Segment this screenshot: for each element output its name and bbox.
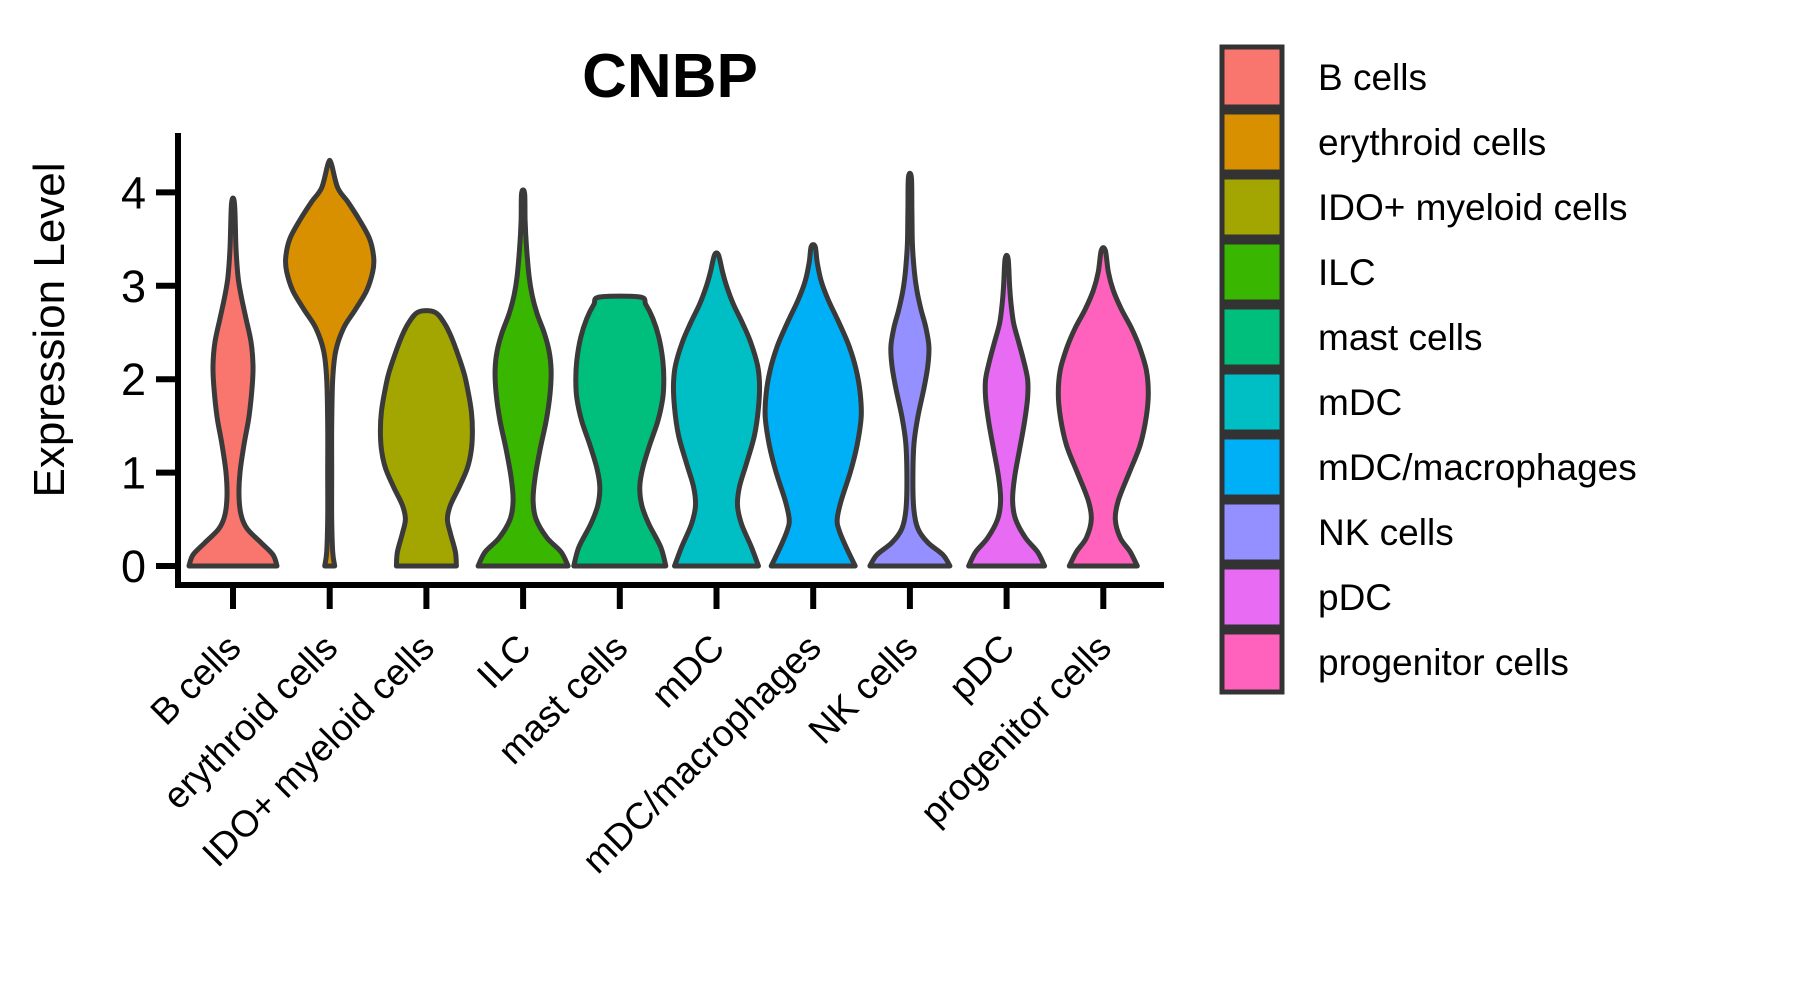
- y-tick-label-4: 4: [121, 167, 146, 218]
- legend-swatch-erythroid-cells: [1219, 109, 1285, 175]
- y-tick-label-2: 2: [121, 354, 146, 405]
- y-tick-label-0: 0: [121, 541, 146, 592]
- violin-pdc: [966, 252, 1048, 569]
- y-axis-title: Expression Level: [25, 162, 74, 497]
- legend-label-mdc-macrophages: mDC/macrophages: [1318, 447, 1637, 488]
- legend-label-ilc: ILC: [1318, 252, 1376, 293]
- violin-progenitor-cells: [1055, 245, 1151, 569]
- x-tick-label-mdc: mDC: [644, 627, 733, 716]
- violin-b-cells: [186, 195, 280, 569]
- violins: [186, 157, 1151, 569]
- violin-ilc: [475, 187, 571, 569]
- legend-label-b-cells: B cells: [1318, 57, 1427, 98]
- y-tick-label-1: 1: [121, 448, 146, 499]
- legend-label-erythroid-cells: erythroid cells: [1318, 122, 1546, 163]
- legend-label-ido-myeloid-cells: IDO+ myeloid cells: [1318, 187, 1627, 228]
- legend-label-pdc: pDC: [1318, 577, 1392, 618]
- violin-nk-cells: [867, 170, 953, 569]
- legend-swatch-mdc: [1219, 369, 1285, 435]
- violin-ido-myeloid-cells: [377, 308, 475, 569]
- legend-label-mast-cells: mast cells: [1318, 317, 1482, 358]
- violin-mast-cells: [571, 293, 669, 569]
- chart-title: CNBP: [582, 42, 758, 111]
- x-tick-label-nk-cells: NK cells: [801, 627, 926, 752]
- legend-swatch-b-cells: [1219, 44, 1285, 110]
- legend-swatch-nk-cells: [1219, 499, 1285, 565]
- y-tick-label-3: 3: [121, 261, 146, 312]
- axes: 0 1 2 3 4: [121, 133, 1164, 592]
- legend-swatch-ilc: [1219, 239, 1285, 305]
- legend-label-nk-cells: NK cells: [1318, 512, 1454, 553]
- legend-swatch-ido-myeloid-cells: [1219, 174, 1285, 240]
- legend-label-progenitor-cells: progenitor cells: [1318, 642, 1569, 683]
- violin-mdc: [670, 250, 763, 569]
- x-tick-label-pdc: pDC: [941, 627, 1022, 708]
- violin-mdc-macrophages: [762, 242, 864, 569]
- legend-swatch-progenitor-cells: [1219, 629, 1285, 695]
- legend-swatch-mdc-macrophages: [1219, 434, 1285, 500]
- legend-swatch-pdc: [1219, 564, 1285, 630]
- legend-label-mdc: mDC: [1318, 382, 1402, 423]
- violin-erythroid-cells: [282, 157, 377, 569]
- legend-swatch-mast-cells: [1219, 304, 1285, 370]
- x-tick-label-ilc: ILC: [469, 627, 539, 697]
